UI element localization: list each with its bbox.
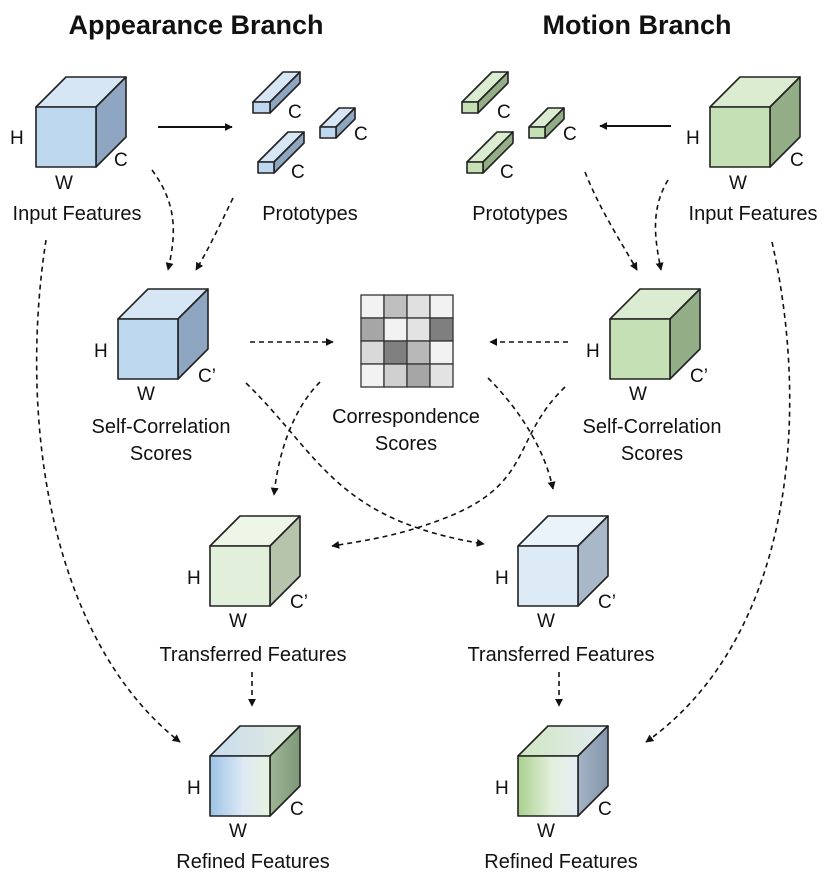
cube-front-face [35,106,97,168]
arrow-appearance-prototypes-to-self-correlation [195,197,234,271]
grid-cell [406,363,431,388]
dim-w-label: W [629,384,647,405]
appearance-input-features-caption: Input Features [13,203,142,225]
grid-cell [406,317,431,342]
grid-cell [429,294,454,319]
arrow-correspondence-to-motion-transferred [487,377,556,490]
dim-c-prime-label: C’ [290,592,308,613]
motion-transferred-features-cube [517,515,609,607]
arrow-motion-self-correlation-to-appearance-transferred [331,386,566,549]
grid-cell [360,294,385,319]
appearance-self-correlation-cube [117,288,209,380]
dim-w-label: W [137,384,155,405]
grid-cell [383,340,408,365]
motion-transferred-features-caption: Transferred Features [467,644,654,666]
grid-cell [429,317,454,342]
arrow-motion-prototypes-to-self-correlation [584,171,638,271]
dim-c-label: C [291,162,305,183]
dim-c-label: C [497,102,511,123]
correspondence-caption-line2: Scores [375,433,437,455]
motion-self-correlation-caption-line2: Scores [621,443,683,465]
dim-w-label: W [229,821,247,842]
dim-h-label: H [187,778,201,799]
motion-prototype-2 [528,107,565,139]
dim-h-label: H [495,568,509,589]
appearance-prototype-1 [252,71,301,114]
appearance-self-correlation-caption-line1: Self-Correlation [92,416,231,438]
dim-c-prime-label: C’ [690,366,708,387]
grid-cell [406,294,431,319]
appearance-branch-title: Appearance Branch [68,10,323,40]
appearance-transferred-features-cube [209,515,301,607]
dim-c-label: C [598,799,612,820]
dim-h-label: H [10,128,24,149]
grid-cell [429,340,454,365]
appearance-transferred-features-caption: Transferred Features [159,644,346,666]
motion-input-features-cube [709,76,801,168]
appearance-prototypes-caption: Prototypes [262,203,358,225]
dim-c-label: C [114,150,128,171]
grid-cell [383,294,408,319]
dim-c-prime-label: C’ [598,592,616,613]
dim-c-label: C [288,102,302,123]
motion-refined-features-cube [517,725,609,817]
dim-c-label: C [354,124,368,145]
grid-cell [383,363,408,388]
correspondence-caption-line1: Correspondence [332,406,480,428]
dim-w-label: W [537,611,555,632]
dim-w-label: W [229,611,247,632]
correspondence-scores-grid [360,294,454,388]
dim-w-label: W [729,173,747,194]
grid-cell [360,317,385,342]
grid-cell [406,340,431,365]
arrow-motion-input-to-refined [645,241,791,743]
arrow-appearance-self-correlation-to-motion-transferred [245,382,485,547]
dim-h-label: H [586,341,600,362]
motion-prototype-1 [461,71,509,114]
appearance-prototype-3 [257,131,305,174]
appearance-refined-features-caption: Refined Features [176,851,329,873]
grid-cell [383,317,408,342]
arrow-appearance-input-to-refined [35,239,181,743]
appearance-refined-features-cube [209,725,301,817]
appearance-input-features-cube [35,76,127,168]
dim-c-label: C [790,150,804,171]
grid-cell [360,363,385,388]
dim-h-label: H [495,778,509,799]
motion-prototypes-caption: Prototypes [472,203,568,225]
motion-self-correlation-cube [609,288,701,380]
appearance-prototype-2 [319,107,356,139]
dim-h-label: H [94,341,108,362]
dim-w-label: W [537,821,555,842]
arrow-motion-input-to-self-correlation [654,179,669,271]
motion-self-correlation-caption-line1: Self-Correlation [583,416,722,438]
dim-c-prime-label: C’ [198,366,216,387]
arrow-appearance-input-to-self-correlation [151,169,175,271]
dim-c-label: C [563,124,577,145]
dim-c-label: C [290,799,304,820]
motion-branch-title: Motion Branch [543,10,732,40]
grid-cell [429,363,454,388]
dim-c-label: C [500,162,514,183]
motion-input-features-caption: Input Features [689,203,818,225]
appearance-self-correlation-caption-line2: Scores [130,443,192,465]
grid-cell [360,340,385,365]
dim-h-label: H [187,568,201,589]
arrow-correspondence-to-appearance-transferred [270,381,321,496]
motion-refined-features-caption: Refined Features [484,851,637,873]
dim-w-label: W [55,173,73,194]
motion-prototype-3 [466,131,514,174]
dim-h-label: H [686,128,700,149]
